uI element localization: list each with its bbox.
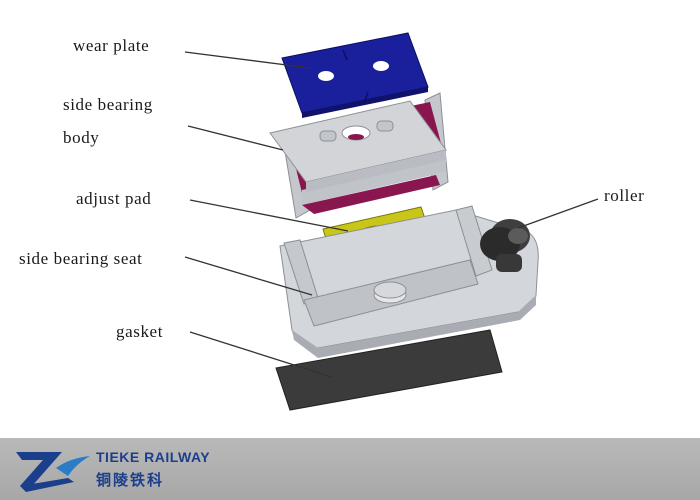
label-wear-plate: wear plate <box>73 36 150 55</box>
label-side-bearing-body-line2: body <box>63 128 100 147</box>
label-adjust-pad: adjust pad <box>76 189 152 208</box>
tz-monogram-logo-icon <box>16 452 90 492</box>
label-side-bearing-body-line1: side bearing <box>63 95 153 114</box>
side-bearing-body-part <box>269 92 449 219</box>
label-gasket: gasket <box>116 322 164 341</box>
footer-bar <box>0 438 700 500</box>
leader-lines <box>184 51 599 378</box>
brand-name-chinese: 铜陵铁科 <box>96 471 165 489</box>
wear-plate-part <box>281 32 429 118</box>
gasket-part <box>275 329 503 411</box>
diagram-canvas <box>184 32 599 411</box>
label-roller: roller <box>604 186 645 205</box>
label-side-bearing-seat: side bearing seat <box>19 249 143 268</box>
brand-name-english: TIEKE RAILWAY <box>96 449 211 465</box>
side-bearing-seat-part <box>279 205 539 358</box>
